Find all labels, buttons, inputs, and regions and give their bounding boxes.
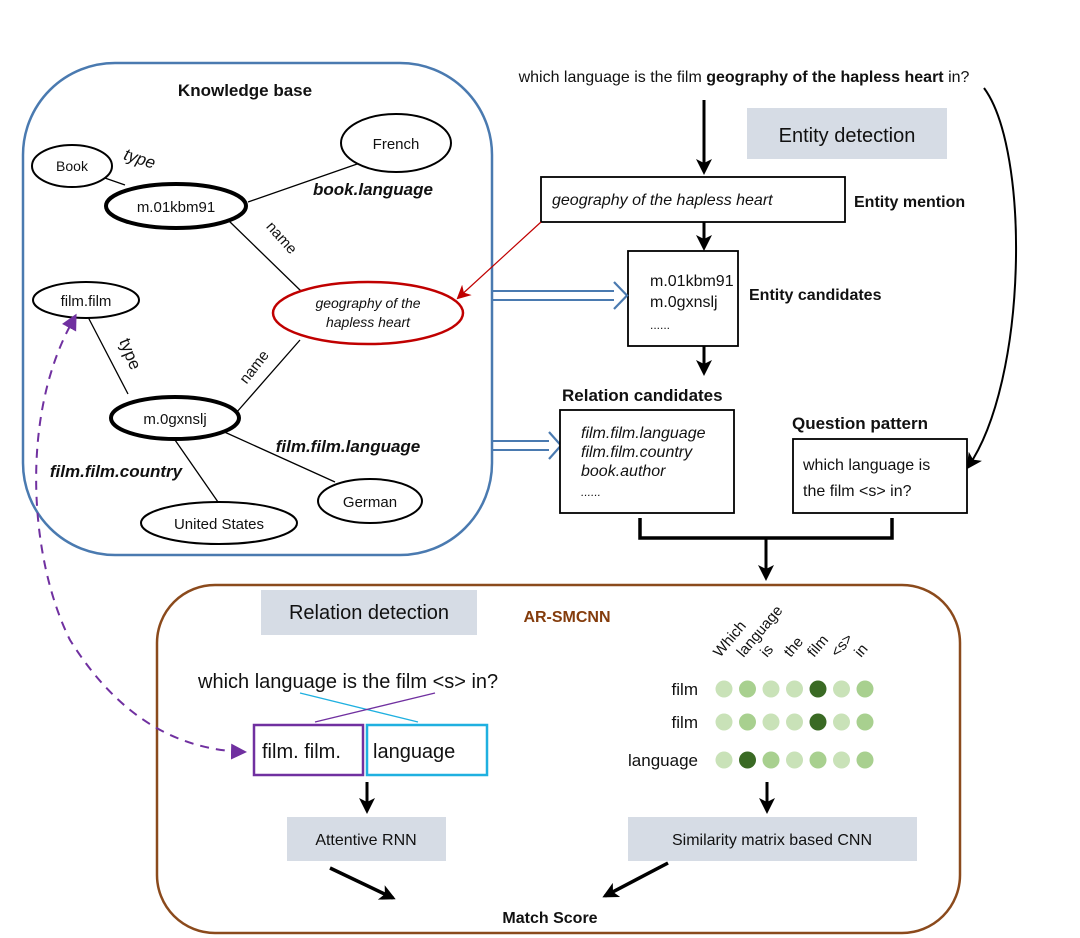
matrix-column-label: the (781, 634, 807, 661)
matrix-row-label: language (628, 751, 698, 770)
edge-label-book-language: book.language (313, 180, 433, 199)
arrow-rnn-to-score (329, 866, 396, 900)
matrix-cell-dot (786, 713, 803, 731)
matrix-cell-dot (715, 751, 733, 769)
matrix-column-label: film (804, 632, 832, 661)
double-arrow-kb-to-relation-candidates (492, 431, 563, 460)
edge-name-1 (227, 219, 303, 293)
attention-line-purple (314, 692, 436, 723)
matrix-cell-dot (786, 680, 803, 698)
relation-detection-label: Relation detection (289, 602, 449, 624)
relation-candidate: film.film.country (581, 444, 693, 461)
matrix-cell-dot (715, 680, 733, 698)
relation-part-language-box (365, 723, 489, 777)
matrix-cell-dot (833, 713, 850, 731)
entity-mention-value: geography of the hapless heart (552, 192, 773, 209)
node-m01kbm91-label: m.01kbm91 (137, 199, 215, 216)
relation-detection-label-box (261, 590, 477, 635)
node-book-label: Book (56, 158, 89, 174)
node-french (340, 113, 452, 173)
matrix-cell-dot (715, 713, 733, 731)
node-book (31, 144, 113, 188)
matrix-cell-dot (786, 751, 803, 769)
edge-label-name-2: name (236, 347, 273, 387)
relation-part-language: language (373, 741, 455, 763)
knowledge-base-title: Knowledge base (178, 81, 312, 100)
edge-label-film-language: film.film.language (276, 437, 421, 456)
edge-label-film-type: type (115, 335, 145, 372)
input-question: which language is the film geography of … (518, 69, 970, 86)
node-german-label: German (343, 494, 397, 511)
relation-part-film-film-box (252, 723, 365, 777)
matrix-cell-dot (833, 751, 850, 769)
relation-candidate: ...... (581, 485, 601, 499)
similarity-cnn-box (628, 817, 917, 861)
matrix-cell-dot (739, 680, 756, 698)
knowledge-base-panel (21, 61, 494, 557)
matrix-cell-dot (762, 751, 780, 769)
entity-candidate: ...... (650, 318, 670, 332)
relation-candidates-box (559, 409, 735, 514)
node-german (317, 478, 423, 524)
matrix-cell-dot (856, 680, 874, 698)
pattern-text: which language is the film <s> in? (197, 671, 498, 693)
relation-candidates-label: Relation candidates (562, 386, 723, 405)
matrix-cell-dot (739, 751, 756, 769)
matrix-column-label: <s> (828, 630, 857, 660)
merge-bracket (638, 518, 894, 540)
node-united-states-label: United States (174, 516, 264, 533)
node-m0gxnslj-label: m.0gxnslj (143, 411, 206, 428)
question-pattern-box (792, 438, 968, 514)
node-geography-label-line1: geography of the (315, 295, 420, 311)
matrix-cell-dot (739, 713, 756, 731)
attentive-rnn-box (287, 817, 446, 861)
entity-detection-label-box (747, 108, 947, 159)
matrix-cell-dot (856, 751, 874, 769)
arrow-mention-to-kb-node (456, 221, 542, 300)
matrix-row-label: film (672, 713, 698, 732)
entity-detection-label: Entity detection (779, 125, 916, 147)
similarity-cnn-label: Similarity matrix based CNN (672, 832, 872, 849)
attentive-rnn-label: Attentive RNN (315, 832, 416, 849)
edge-book-language (247, 162, 361, 203)
matrix-cell-dot (833, 680, 850, 698)
matrix-cell-dot (762, 713, 780, 731)
edge-label-book-type: type (121, 145, 157, 173)
node-geography-label-line2: hapless heart (326, 314, 411, 330)
arrow-cnn-to-score (602, 861, 669, 898)
matrix-cell-dot (809, 751, 827, 769)
node-m01kbm91 (104, 182, 248, 230)
question-pattern-line: the film <s> in? (803, 483, 912, 500)
node-film-film-label: film.film (61, 293, 112, 310)
entity-mention-box (540, 176, 846, 223)
question-pattern-label: Question pattern (792, 414, 928, 433)
node-french-label: French (373, 136, 420, 153)
edge-label-film-country: film.film.country (50, 462, 184, 481)
model-name: AR-SMCNN (523, 609, 610, 626)
matrix-cell-dot (809, 680, 827, 698)
entity-candidates-label: Entity candidates (749, 287, 882, 304)
match-score-label: Match Score (502, 910, 597, 927)
entity-candidates-box (627, 250, 739, 347)
arrow-question-to-pattern (966, 87, 1017, 470)
relation-part-film-film: film. film. (262, 741, 341, 763)
edge-label-name-1: name (262, 218, 300, 257)
entity-mention-label: Entity mention (854, 194, 965, 211)
entity-candidate: m.01kbm91 (650, 273, 734, 290)
entity-candidate: m.0gxnslj (650, 294, 718, 311)
attention-line-cyan (299, 692, 419, 723)
node-geography[interactable] (271, 280, 465, 346)
matrix-row-label: film (672, 680, 698, 699)
double-arrow-kb-to-entity-candidates (492, 281, 629, 310)
matrix-cell-dot (762, 680, 780, 698)
question-pattern-line: which language is (802, 457, 930, 474)
relation-candidate: film.film.language (581, 425, 706, 442)
matrix-cell-dot (809, 713, 827, 731)
matrix-cell-dot (856, 713, 874, 731)
relation-candidate: book.author (581, 463, 666, 480)
